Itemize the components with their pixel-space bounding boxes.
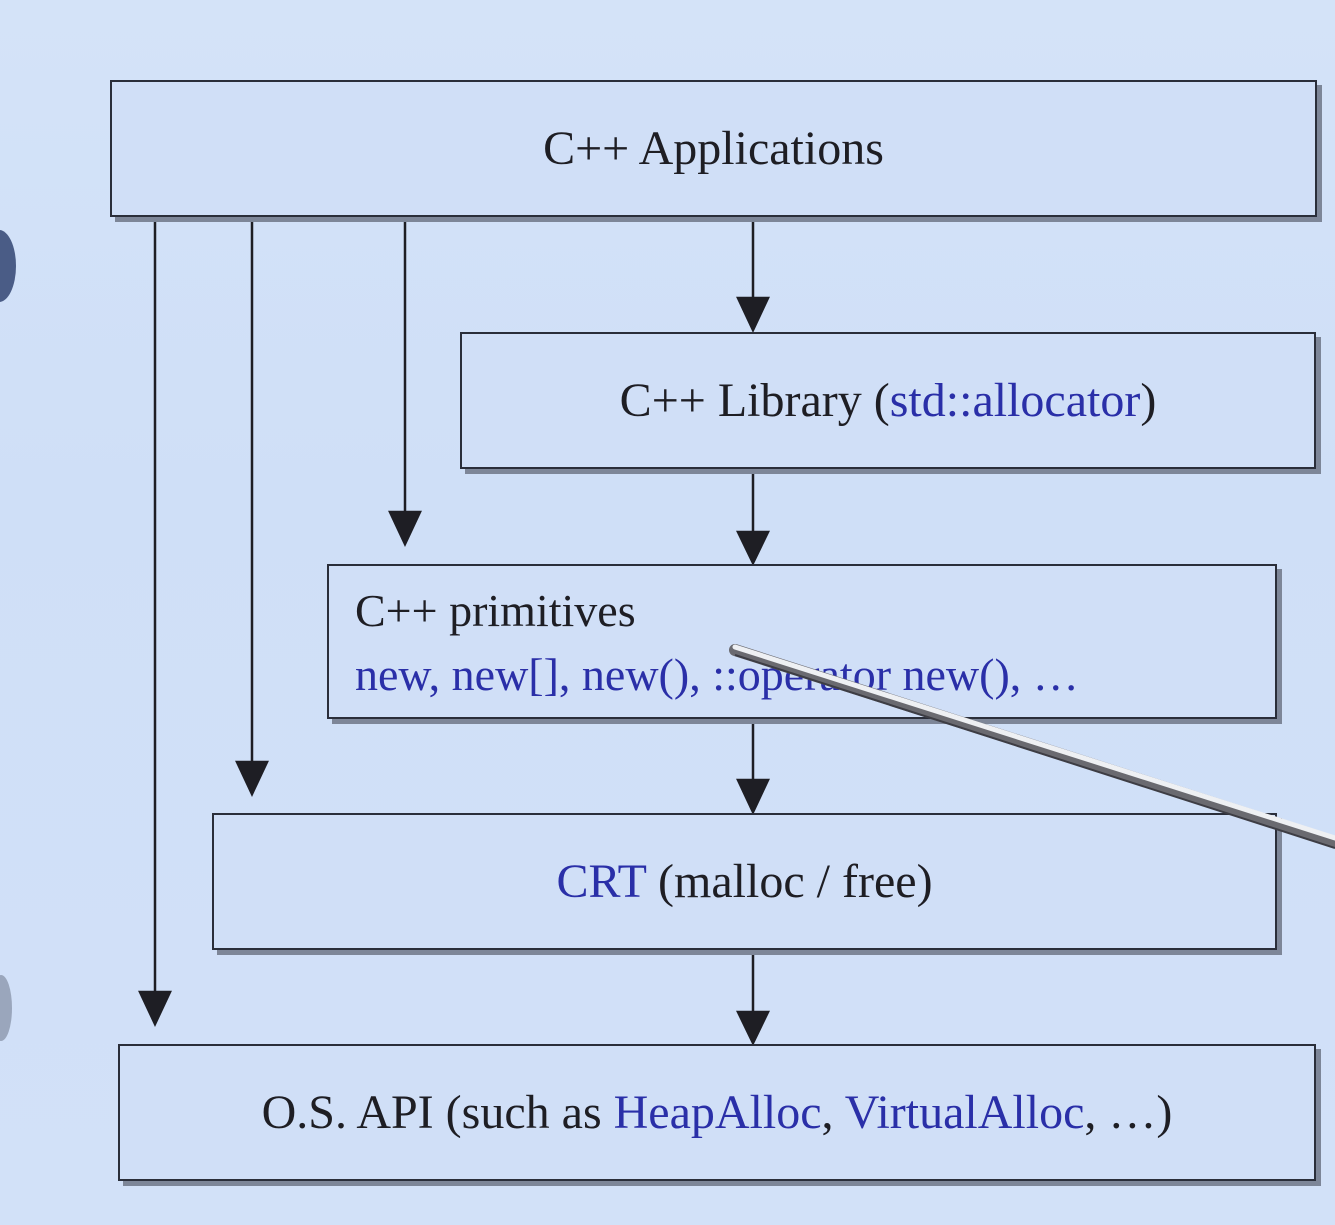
box-cpp-primitives: C++ primitives new, new[], new(), ::oper… [327, 564, 1277, 719]
arrowhead [235, 760, 269, 797]
box-crt: CRT (malloc / free) [212, 813, 1277, 950]
label-cpp-library: C++ Library (std::allocator) [619, 374, 1157, 427]
highlight-heapalloc: HeapAlloc [613, 1086, 822, 1139]
arrowhead [736, 778, 770, 815]
label-cpp-primitives: C++ primitives [355, 585, 636, 636]
arrowhead [388, 510, 422, 547]
label-crt: CRT (malloc / free) [556, 855, 933, 908]
arrowhead [736, 1010, 770, 1046]
arrowhead [736, 296, 770, 333]
box-cpp-library: C++ Library (std::allocator) [460, 332, 1316, 469]
left-edge-decoration [0, 230, 16, 302]
label-cpp-applications: C++ Applications [543, 122, 884, 175]
arrowhead [736, 530, 770, 566]
arrowhead [138, 990, 172, 1027]
label-primitives-list: new, new[], new(), ::operator new(), … [355, 649, 1079, 700]
highlight-std-allocator: std::allocator [889, 374, 1141, 427]
label-os-api: O.S. API (such as HeapAlloc, VirtualAllo… [261, 1086, 1173, 1139]
highlight-crt: CRT [556, 855, 647, 908]
highlight-virtualalloc: VirtualAlloc [844, 1086, 1085, 1139]
box-os-api: O.S. API (such as HeapAlloc, VirtualAllo… [118, 1044, 1316, 1181]
box-cpp-applications: C++ Applications [110, 80, 1317, 217]
left-edge-decoration [0, 975, 12, 1041]
